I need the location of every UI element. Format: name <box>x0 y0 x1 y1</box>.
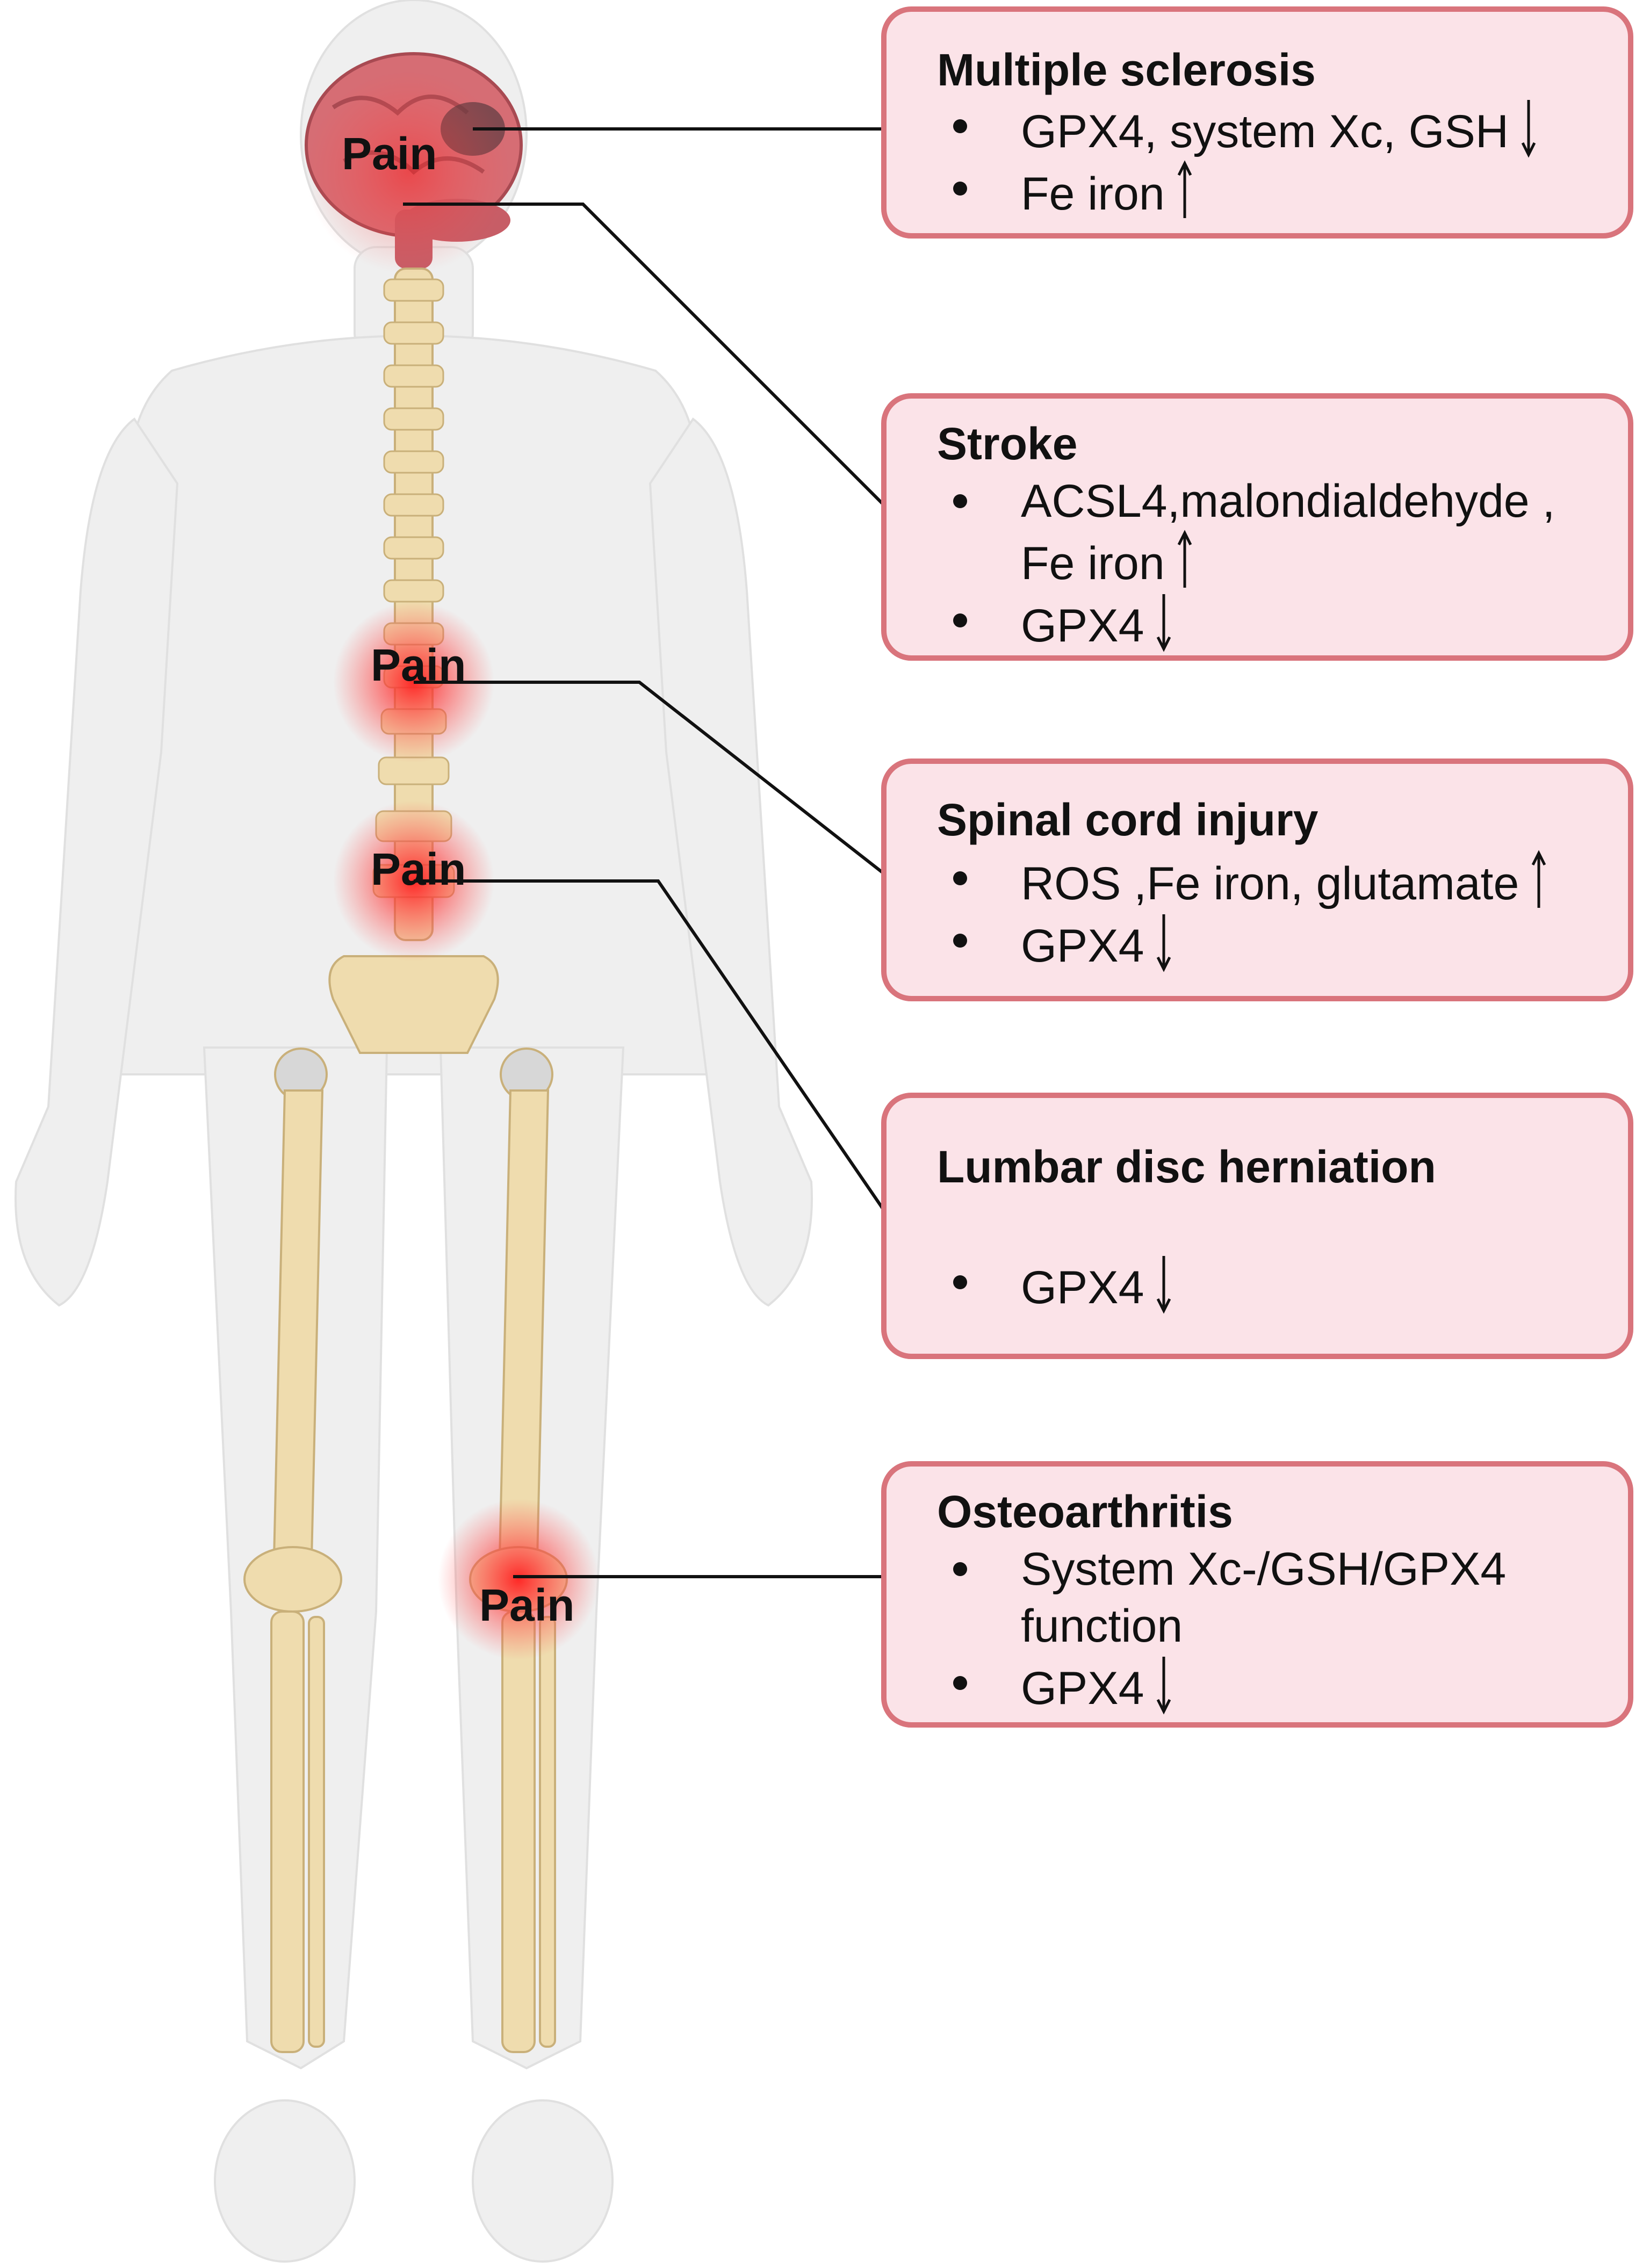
lower-leg-bones <box>270 1610 556 2053</box>
list-item: GPX4, system Xc, GSH <box>935 98 1537 160</box>
box-spinal-cord-injury: Spinal cord injury ROS ,Fe iron, glutama… <box>881 759 1633 1001</box>
pain-glow-brain <box>306 70 510 274</box>
box-title: Multiple sclerosis <box>937 45 1316 95</box>
bullet-list: ROS ,Fe iron, glutamate GPX4 <box>935 850 1547 974</box>
connector-lumbar-disc-herniation <box>414 879 888 1215</box>
bullet-list: GPX4 <box>935 1254 1172 1316</box>
down-arrow-icon <box>1157 594 1171 652</box>
box-title: Spinal cord injury <box>937 794 1318 845</box>
pain-label-brain: Pain <box>342 128 437 179</box>
pain-label-knee: Pain <box>479 1580 575 1630</box>
box-lumbar-disc-herniation: Lumbar disc herniation GPX4 <box>881 1093 1633 1359</box>
list-item: Fe iron <box>935 160 1537 222</box>
list-item: ROS ,Fe iron, glutamate <box>935 850 1547 912</box>
down-arrow-icon <box>1157 1256 1171 1314</box>
list-item: GPX4 <box>935 1254 1172 1316</box>
box-title: Lumbar disc herniation <box>937 1142 1436 1192</box>
box-title: Osteoarthritis <box>937 1486 1233 1537</box>
box-multiple-sclerosis: Multiple sclerosis GPX4, system Xc, GSH … <box>881 6 1633 239</box>
connector-lines <box>403 127 888 1578</box>
connector-spinal-cord-injury <box>414 681 888 877</box>
list-item: System Xc-/GSH/GPX4 function <box>935 1541 1506 1655</box>
connector-stroke <box>403 203 888 509</box>
down-arrow-icon <box>1157 1657 1171 1715</box>
list-item: ACSL4,malondialdehyde , Fe iron <box>935 473 1555 592</box>
box-stroke: Stroke ACSL4,malondialdehyde , Fe iron G… <box>881 393 1633 661</box>
pelvis <box>328 955 499 1054</box>
bullet-list: ACSL4,malondialdehyde , Fe iron GPX4 <box>935 473 1555 654</box>
list-item: GPX4 <box>935 1655 1506 1717</box>
pain-label-lumbar: Pain <box>371 844 466 894</box>
up-arrow-icon <box>1177 160 1192 218</box>
pain-glow-knee <box>438 1499 599 1660</box>
pain-label-thoracic: Pain <box>371 640 466 690</box>
list-item: GPX4 <box>935 592 1555 654</box>
box-osteoarthritis: Osteoarthritis System Xc-/GSH/GPX4 funct… <box>881 1461 1633 1728</box>
bullet-list: System Xc-/GSH/GPX4 function GPX4 <box>935 1541 1506 1717</box>
down-arrow-icon <box>1157 914 1171 972</box>
bullet-list: GPX4, system Xc, GSH Fe iron <box>935 98 1537 222</box>
up-arrow-icon <box>1532 850 1546 908</box>
down-arrow-icon <box>1521 100 1536 158</box>
box-title: Stroke <box>937 418 1078 469</box>
up-arrow-icon <box>1177 530 1192 588</box>
list-item: GPX4 <box>935 912 1547 974</box>
